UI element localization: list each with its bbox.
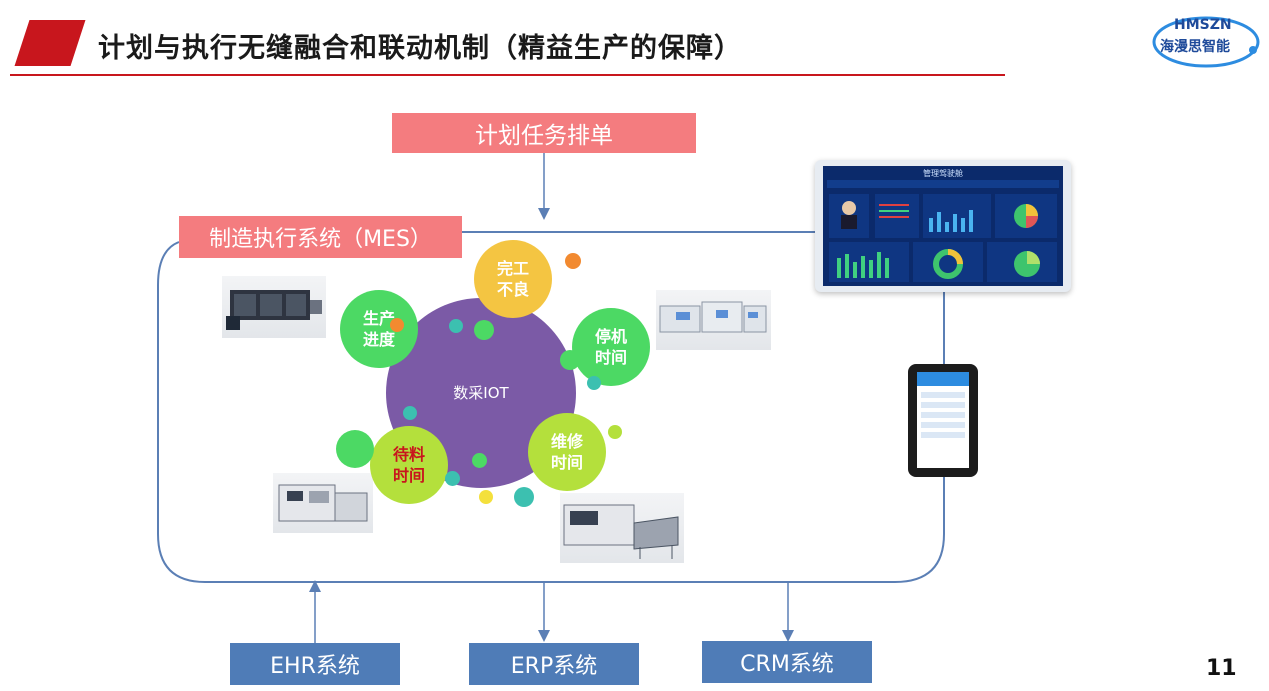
dashboard-tabbar: [827, 180, 1059, 188]
decor-dot: [514, 487, 534, 507]
decor-dot: [336, 430, 374, 468]
node-done-bad: 完工不良: [474, 240, 552, 318]
node-progress: 生产进度: [340, 290, 418, 368]
node-label: 时间: [594, 348, 627, 367]
crm-system-box: CRM系统: [702, 641, 872, 683]
node-label: 时间: [550, 453, 583, 472]
mobile-list-row: [921, 422, 965, 428]
node-label: 完工: [496, 259, 529, 278]
mobile-list-row: [921, 432, 965, 438]
plan-task-box: 计划任务排单: [392, 113, 696, 153]
node-label: 停机: [594, 327, 627, 346]
iot-label: 数采IOT: [453, 383, 509, 402]
page-number: 11: [1206, 656, 1237, 681]
logo-text-cn: 海漫思智能: [1160, 39, 1230, 55]
dashboard-monitor: 管理驾驶舱: [815, 160, 1071, 292]
page-title: 计划与执行无缝融合和联动机制（精益生产的保障）: [98, 33, 742, 64]
printing-machine-image: [222, 276, 326, 338]
dashboard-screen: 管理驾驶舱: [823, 166, 1063, 286]
node-repair-time: 维修时间: [528, 413, 606, 491]
dashboard-widgets: [829, 194, 1057, 282]
mobile-list-row: [921, 392, 965, 398]
decor-dot: [565, 253, 581, 269]
title-underline: [10, 74, 1005, 76]
node-label: 时间: [392, 466, 425, 485]
decor-dot: [474, 320, 494, 340]
mobile-app-header: [917, 372, 969, 386]
decor-dot: [472, 453, 487, 468]
mobile-list-row: [921, 412, 965, 418]
node-label: 不良: [496, 280, 529, 299]
mobile-device: [908, 364, 978, 477]
decor-dot: [608, 425, 622, 439]
node-label: 待料: [392, 445, 425, 464]
logo-text-en: HMSZN: [1174, 17, 1232, 33]
decor-dot: [390, 318, 404, 332]
decor-dot: [479, 490, 493, 504]
dashboard-title: 管理驾驶舱: [923, 169, 963, 178]
decor-dot: [403, 406, 417, 420]
erp-system-box: ERP系统: [469, 643, 639, 685]
node-stop-time: 停机时间: [572, 308, 650, 386]
decor-dot: [587, 376, 601, 390]
ehr-system-box: EHR系统: [230, 643, 400, 685]
node-wait-material: 待料时间: [370, 426, 448, 504]
decor-dot: [449, 319, 463, 333]
die-cutting-machine-image: [273, 473, 373, 533]
mobile-list-row: [921, 402, 965, 408]
folding-machine-image: [560, 493, 684, 563]
production-line-image: [656, 290, 771, 350]
node-label: 进度: [362, 330, 395, 349]
decor-dot: [445, 471, 460, 486]
company-logo: [1152, 16, 1260, 68]
mobile-screen: [917, 372, 969, 468]
node-label: 生产: [362, 309, 395, 328]
decor-dot: [560, 350, 580, 370]
node-label: 维修: [550, 432, 583, 451]
mes-system-box: 制造执行系统（MES）: [179, 216, 462, 258]
